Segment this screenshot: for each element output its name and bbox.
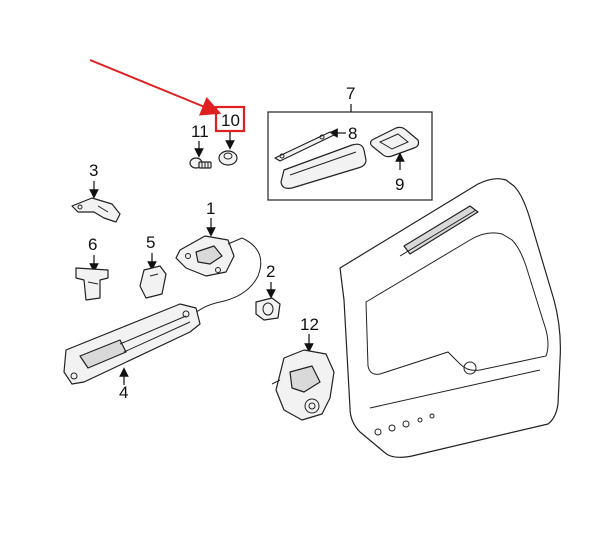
release-cable <box>187 237 262 321</box>
callout-9: 9 <box>395 175 404 194</box>
highlight-pointer-arrow <box>89 59 222 116</box>
part-3-bracket <box>71 197 121 223</box>
callout-1: 1 <box>206 199 215 218</box>
callout-12: 12 <box>300 315 319 334</box>
part-5-clip <box>139 265 167 299</box>
callout-2: 2 <box>266 262 275 281</box>
part-6-bracket <box>75 267 109 301</box>
part-8-bracket-strip <box>274 131 335 162</box>
callout-8: 8 <box>348 124 357 143</box>
part-1-latch <box>175 235 243 277</box>
part-9-cover-plate <box>369 126 420 158</box>
callout-7: 7 <box>346 84 355 103</box>
callout-5: 5 <box>146 233 155 252</box>
part-10-bolt <box>218 150 238 166</box>
part-2-grommet <box>255 297 281 321</box>
part-11-screw <box>189 157 212 169</box>
tailgate-panel <box>339 178 561 458</box>
callout-10: 10 <box>221 111 240 130</box>
callout-3: 3 <box>89 161 98 180</box>
part-4-actuator <box>63 303 201 385</box>
part-7-handle-housing <box>280 143 367 189</box>
callout-6: 6 <box>88 235 97 254</box>
callout-4: 4 <box>119 383 128 402</box>
callout-11: 11 <box>191 122 209 141</box>
callout-10-highlight-box <box>214 105 246 133</box>
part-12-lock-motor <box>271 349 335 421</box>
